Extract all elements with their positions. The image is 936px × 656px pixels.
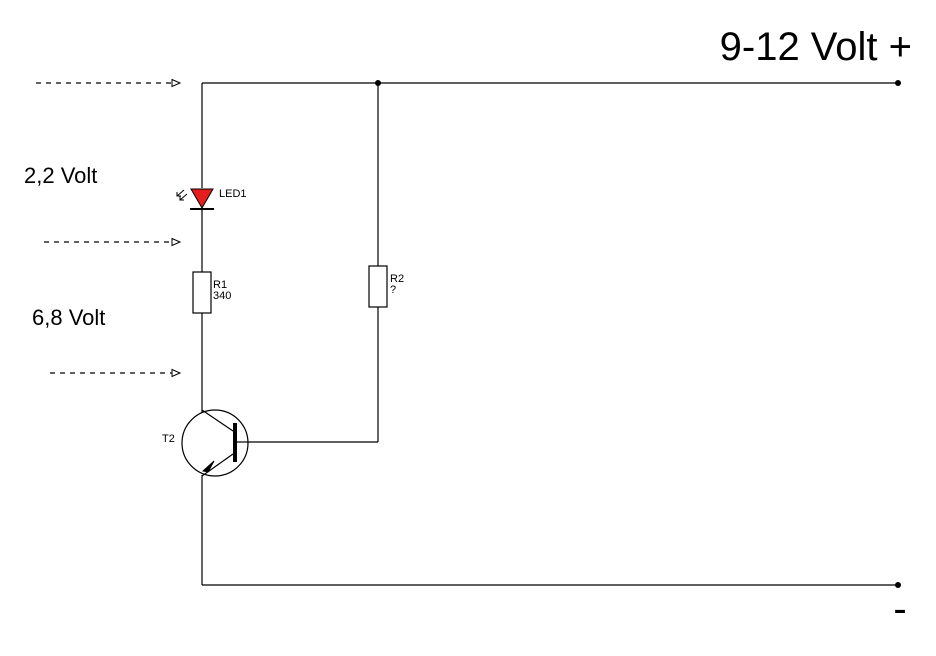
supply-negative-label: - — [893, 587, 906, 631]
light-emission-icon — [176, 189, 188, 201]
r1-value-label: 340 — [213, 290, 231, 302]
measure-arrow-top — [36, 78, 182, 88]
emitter-arrow-icon — [201, 460, 215, 473]
r2-body — [368, 265, 388, 308]
transistor-envelope — [181, 409, 249, 477]
r1-body — [192, 271, 212, 314]
negative-terminal-dot — [895, 582, 901, 588]
measure-arrow-bottom — [50, 368, 182, 378]
led-voltage-drop-label: 2,2 Volt — [24, 163, 97, 188]
supply-positive-label: 9-12 Volt + — [720, 25, 912, 69]
transistor-ref-label: T2 — [162, 433, 175, 445]
led-ref-label: LED1 — [219, 188, 247, 200]
r2-value-label: ? — [390, 284, 396, 296]
resistor-voltage-drop-label: 6,8 Volt — [32, 305, 105, 330]
r1-ref-label: R1 — [213, 279, 227, 291]
positive-terminal-dot — [895, 80, 901, 86]
transistor-collector-lead — [201, 409, 234, 432]
resistor-r1: R1 340 — [192, 271, 231, 314]
led-triangle — [190, 188, 214, 209]
transistor-t2: T2 — [162, 409, 249, 477]
measure-arrow-middle — [44, 237, 182, 247]
led: LED1 — [176, 188, 247, 210]
r2-ref-label: R2 — [390, 273, 404, 285]
resistor-r2: R2 ? — [368, 265, 404, 308]
